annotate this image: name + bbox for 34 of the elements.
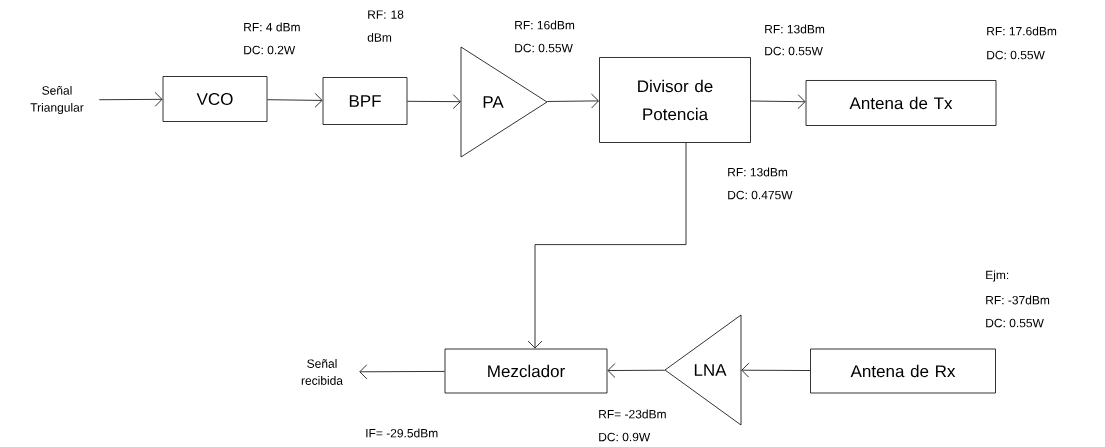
arrow	[607, 363, 666, 378]
arrow	[359, 364, 445, 380]
signal-level-label: Ejm:	[986, 270, 1009, 282]
arrow	[267, 92, 323, 108]
signal-level-label: RF: 18 dBm	[367, 10, 404, 42]
signal-level-label: RF: 17.6dBm	[987, 26, 1057, 36]
block-box: Antena de Rx	[810, 348, 996, 394]
block-box: VCO	[162, 76, 268, 122]
arrow	[741, 362, 811, 378]
signal-level-label: DC: 0.55W	[515, 43, 573, 53]
signal-level-label: RF: 4 dBm	[244, 22, 300, 32]
signal-level-label: DC: 0.9W	[599, 432, 651, 442]
signal-level-label: RF: 13dBm	[765, 24, 825, 34]
arrow	[98, 91, 163, 107]
signal-level-label: DC: 0.2W	[244, 45, 296, 55]
block-box: BPF	[322, 77, 408, 125]
block-box: Antena de Tx	[805, 80, 997, 126]
signal-label: Señal Triangular	[30, 85, 84, 115]
signal-level-label: RF: 13dBm	[728, 167, 788, 177]
arrow	[407, 94, 461, 110]
signal-level-label: RF= -23dBm	[599, 409, 666, 419]
arrow	[546, 93, 599, 109]
signal-level-label: DC: 0.55W	[987, 50, 1045, 60]
block-box: Divisor de Potencia	[599, 57, 751, 143]
arrow	[527, 142, 687, 349]
signal-level-label: DC: 0.475W	[728, 190, 793, 200]
signal-level-label: DC: 0.55W	[765, 46, 823, 56]
signal-level-label: RF: -37dBm	[986, 295, 1050, 305]
block-box: Mezclador	[444, 348, 608, 394]
signal-level-label: IF= -29.5dBm	[366, 428, 438, 438]
signal-level-label: RF: 16dBm	[515, 20, 575, 30]
arrow	[750, 94, 806, 110]
signal-level-label: DC: 0.55W	[986, 318, 1044, 328]
signal-label: Señal recibida	[301, 359, 343, 385]
